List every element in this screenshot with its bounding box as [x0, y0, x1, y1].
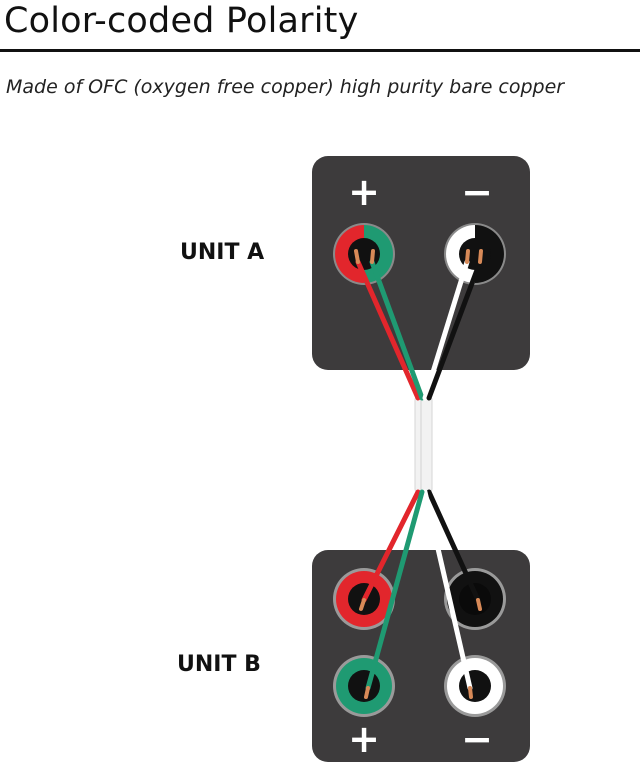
- unit-b-black-wire: [426, 489, 481, 603]
- unit-a-label: UNIT A: [180, 240, 265, 265]
- unit-a-minus-symbol: −: [461, 170, 493, 214]
- unit-b-white-negative-terminal: [444, 655, 506, 717]
- unit-b-plus-symbol: +: [348, 717, 380, 761]
- unit-a-green-wire: [369, 259, 425, 401]
- unit-a-red-wire: [355, 259, 421, 401]
- unit-b-label: UNIT B: [177, 652, 261, 677]
- unit-a-black-wire: [426, 259, 483, 401]
- title-divider: [0, 49, 640, 52]
- unit-b-minus-symbol: −: [461, 717, 493, 761]
- unit-b-white-wire: [422, 489, 473, 691]
- subtitle: Made of OFC (oxygen free copper) high pu…: [6, 76, 565, 98]
- cable-sheath: [414, 395, 433, 494]
- unit-a-negative-terminal: [444, 223, 506, 285]
- unit-a-wires: [355, 259, 483, 401]
- unit-b-red-wire: [361, 489, 421, 603]
- unit-a-panel: [312, 156, 530, 370]
- unit-b-green-wire: [365, 489, 425, 691]
- unit-b-wires: [361, 489, 481, 691]
- copper-tips: [354, 249, 483, 699]
- unit-b-green-positive-terminal: [333, 655, 395, 717]
- unit-a-plus-symbol: +: [348, 170, 380, 214]
- unit-a-white-wire: [422, 259, 470, 401]
- page-title: Color-coded Polarity: [4, 1, 359, 41]
